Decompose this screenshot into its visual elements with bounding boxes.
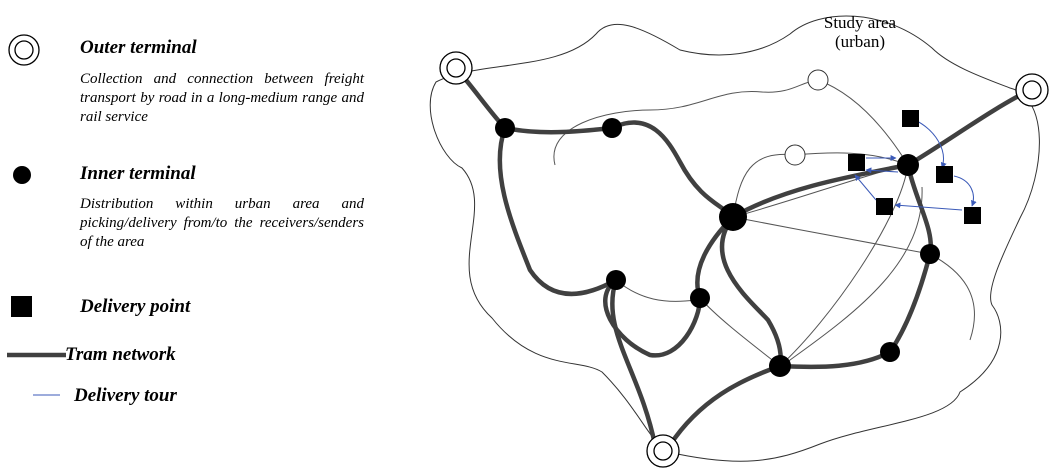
svg-text:Study area: Study area xyxy=(824,13,897,32)
inner-terminal xyxy=(606,270,626,290)
inner-terminal xyxy=(719,203,747,231)
tour-arrow xyxy=(854,174,877,201)
study-area-label: Study area (urban) xyxy=(824,13,897,51)
delivery-tours xyxy=(854,119,977,211)
inner-terminal xyxy=(769,355,791,377)
tram-network-label: Tram network xyxy=(65,344,176,365)
delivery-point xyxy=(936,166,953,183)
tram-line-icon xyxy=(7,352,66,358)
outer-terminal xyxy=(1015,73,1049,107)
inner-terminal xyxy=(880,342,900,362)
delivery-point-label: Delivery point xyxy=(80,296,191,317)
study-area-boundary xyxy=(429,15,1040,462)
outer-terminal-description: Collection and connection between freigh… xyxy=(80,71,364,125)
inner-terminal xyxy=(602,118,622,138)
delivery-point xyxy=(848,154,865,171)
tour-arrow xyxy=(914,119,947,169)
inner-terminal xyxy=(495,118,515,138)
outer-terminals xyxy=(439,51,1049,468)
inner-terminal xyxy=(920,244,940,264)
connection-point xyxy=(784,144,806,166)
delivery-points xyxy=(848,110,981,224)
outer-terminal-label: Outer terminal xyxy=(80,37,197,58)
tour-arrow xyxy=(894,202,963,211)
connection-points xyxy=(784,69,829,166)
delivery-tour-label: Delivery tour xyxy=(74,385,177,406)
outer-terminal-icon xyxy=(8,34,40,66)
inner-terminal-description: Distribution within urban area and picki… xyxy=(80,196,364,250)
tour-arrow xyxy=(865,167,899,174)
inner-terminal-icon xyxy=(13,166,31,184)
outer-terminal xyxy=(439,51,473,85)
inner-terminals xyxy=(495,118,940,377)
delivery-point xyxy=(902,110,919,127)
tram-network xyxy=(453,65,1033,448)
inner-terminal xyxy=(897,154,919,176)
delivery-point xyxy=(876,198,893,215)
svg-text:(urban): (urban) xyxy=(835,32,885,51)
inner-terminal xyxy=(690,288,710,308)
delivery-point-icon xyxy=(11,296,32,317)
connection-point xyxy=(807,69,829,91)
outer-terminal xyxy=(646,434,680,468)
delivery-tour-line-icon xyxy=(33,394,60,396)
tour-arrow xyxy=(953,175,977,207)
delivery-point xyxy=(964,207,981,224)
inner-terminal-label: Inner terminal xyxy=(80,163,196,184)
